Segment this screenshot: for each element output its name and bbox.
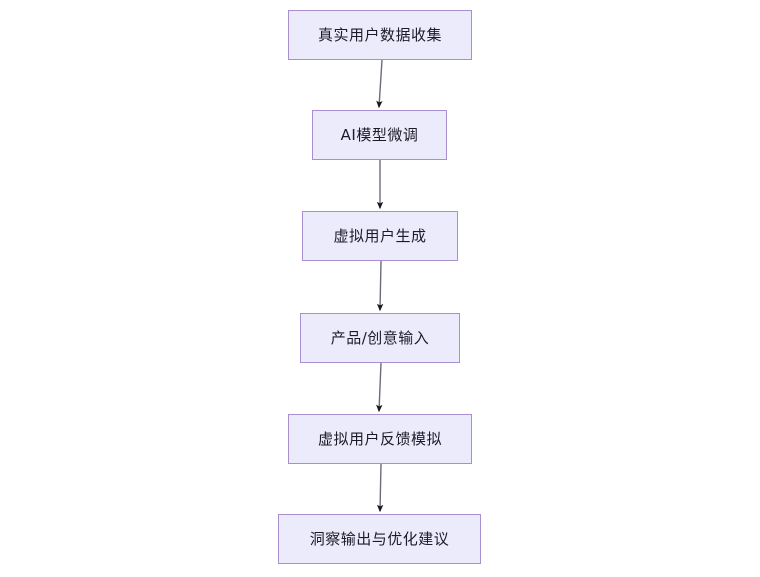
flow-node-virtual-user-generation[interactable]: 虚拟用户生成 bbox=[302, 211, 458, 261]
flow-node-label: 虚拟用户反馈模拟 bbox=[317, 429, 442, 448]
connector-node5-node6 bbox=[376, 463, 384, 513]
flow-node-label: 产品/创意输入 bbox=[330, 328, 430, 347]
flow-node-data-collection[interactable]: 真实用户数据收集 bbox=[288, 10, 472, 60]
flow-node-insight-output[interactable]: 洞察输出与优化建议 bbox=[278, 514, 481, 564]
flow-node-label: 虚拟用户生成 bbox=[333, 226, 427, 245]
flow-node-feedback-simulation[interactable]: 虚拟用户反馈模拟 bbox=[288, 414, 472, 464]
connector-node1-node2 bbox=[376, 59, 383, 109]
flow-node-label: 洞察输出与优化建议 bbox=[309, 529, 450, 548]
flow-node-label: AI模型微调 bbox=[340, 125, 419, 144]
flow-node-product-idea-input[interactable]: 产品/创意输入 bbox=[300, 313, 460, 363]
flow-node-model-finetuning[interactable]: AI模型微调 bbox=[312, 110, 447, 160]
connector-node4-node5 bbox=[376, 362, 383, 413]
flow-node-label: 真实用户数据收集 bbox=[317, 25, 442, 44]
connector-node3-node4 bbox=[376, 260, 384, 312]
